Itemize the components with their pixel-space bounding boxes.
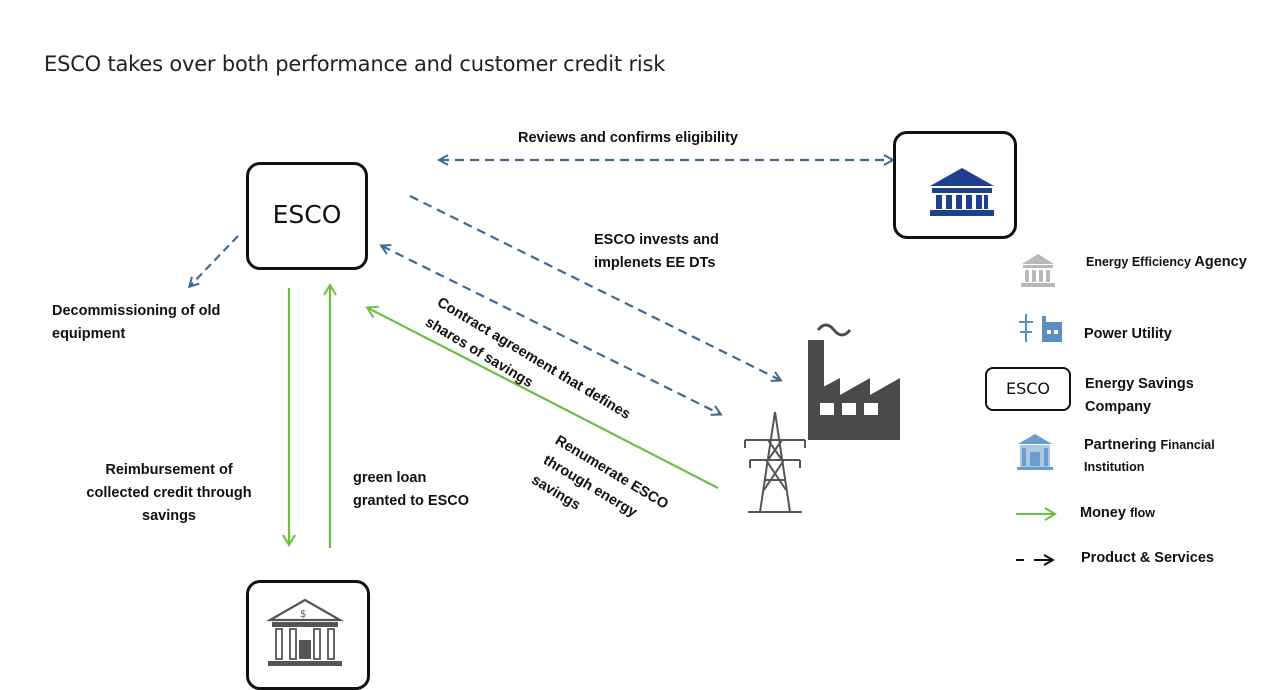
- legend-esco-label-line2: Company: [1085, 399, 1152, 416]
- legend-utility-label: Power Utility: [1084, 326, 1172, 342]
- transmission-tower-icon: [744, 411, 806, 513]
- loan-label-line2: granted to ESCO: [353, 493, 470, 510]
- legend-pfi-label-b: Financial: [1160, 438, 1215, 452]
- legend-money-label: Money flow: [1080, 502, 1155, 525]
- legend-agency-label-b: Agency: [1194, 254, 1247, 270]
- agency-node: [893, 131, 1017, 239]
- legend-money-label-a: Money: [1080, 505, 1126, 521]
- legend-esco-box: ESCO: [985, 367, 1071, 411]
- invests-label-line1: ESCO invests and: [594, 232, 719, 248]
- legend-pfi-label-a: Partnering: [1084, 437, 1157, 453]
- reimbursement-label-line3: savings: [142, 508, 196, 525]
- reimbursement-label-line1: Reimbursement of: [105, 462, 233, 478]
- legend-agency-label: Energy Efficiency Agency: [1086, 251, 1247, 274]
- factory-icon: [808, 323, 900, 440]
- legend-agency-label-a: Energy Efficiency: [1086, 255, 1191, 269]
- invests-label: ESCO invests and implenets EE DTs: [594, 229, 719, 275]
- reviews-label: Reviews and confirms eligibility: [518, 130, 738, 146]
- legend-utility-icon: [1019, 314, 1062, 342]
- legend-product-label: Product & Services: [1081, 550, 1214, 566]
- loan-label: green loan granted to ESCO: [353, 467, 469, 513]
- legend-pfi-label: Partnering Financial Institution: [1084, 434, 1215, 477]
- decommission-label-line2: equipment: [52, 326, 126, 343]
- legend-esco-box-label: ESCO: [1005, 379, 1051, 398]
- reimbursement-label-line2: collected credit through: [86, 485, 252, 502]
- loan-label-line1: green loan: [353, 470, 427, 486]
- legend-esco-label: Energy Savings Company: [1085, 373, 1194, 419]
- reimbursement-label: Reimbursement of collected credit throug…: [76, 459, 262, 529]
- esco-node: ESCO: [246, 162, 368, 270]
- bank-node: [246, 580, 370, 690]
- legend-esco-label-line1: Energy Savings: [1085, 376, 1194, 392]
- legend-agency-icon: [1021, 254, 1055, 287]
- contract-arrow: [382, 246, 720, 414]
- diagram-title: ESCO takes over both performance and cus…: [44, 52, 666, 76]
- renumerate-arrow: [365, 305, 719, 489]
- bank-icon: $: [265, 598, 345, 666]
- invests-label-line2: implenets EE DTs: [594, 255, 716, 272]
- legend-pfi-icon: [1017, 434, 1053, 470]
- esco-node-label: ESCO: [272, 200, 342, 229]
- legend-money-label-b: flow: [1129, 506, 1155, 520]
- decommission-label: Decommissioning of old equipment: [52, 300, 220, 346]
- svg-text:$: $: [300, 609, 306, 620]
- invests-arrow: [409, 195, 780, 380]
- agency-bank-icon: [930, 168, 994, 216]
- legend-pfi-label-line2: Institution: [1084, 460, 1145, 475]
- decommission-arrow: [190, 235, 239, 286]
- decommission-label-line1: Decommissioning of old: [52, 303, 221, 319]
